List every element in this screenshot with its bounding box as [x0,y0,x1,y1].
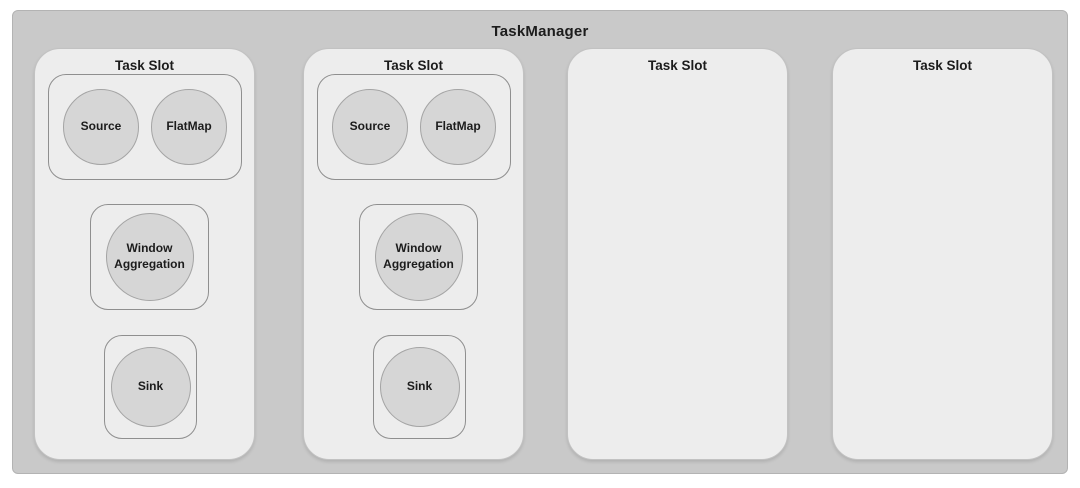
task-slot-3: Task Slot [567,48,788,460]
operator-window-aggregation-label: Window Aggregation [114,241,185,271]
taskmanager-box: TaskManager Task Slot Source FlatMap Win… [12,10,1068,474]
taskmanager-title: TaskManager [491,23,589,40]
operator-group-source-flatmap: Source FlatMap [317,74,511,180]
operator-flatmap-label: FlatMap [435,119,481,134]
operator-sink: Sink [379,347,460,427]
operator-window-aggregation-label: Window Aggregation [383,241,454,271]
operator-sink-label: Sink [406,379,433,394]
operator-sink-label: Sink [137,379,164,394]
operator-flatmap-label: FlatMap [166,119,212,134]
operator-sink: Sink [110,347,191,427]
operator-group-window-aggregation: Window Aggregation [90,204,209,310]
operator-flatmap: FlatMap [420,89,496,165]
operator-source: Source [63,89,139,165]
task-slot-4-title: Task Slot [912,58,973,73]
task-slot-3-title: Task Slot [647,58,708,73]
operator-source-label: Source [80,119,122,134]
operator-window-aggregation: Window Aggregation [374,213,463,301]
operator-source-label: Source [349,119,391,134]
task-slot-4: Task Slot [832,48,1053,460]
operator-group-window-aggregation: Window Aggregation [359,204,478,310]
operator-source: Source [332,89,408,165]
task-slot-2-title: Task Slot [383,58,444,73]
task-slot-2: Task Slot Source FlatMap Window Aggregat… [303,48,524,460]
operator-window-aggregation: Window Aggregation [105,213,194,301]
operator-flatmap: FlatMap [151,89,227,165]
operator-group-sink: Sink [373,335,466,439]
operator-group-sink: Sink [104,335,197,439]
operator-group-source-flatmap: Source FlatMap [48,74,242,180]
task-slot-1-title: Task Slot [114,58,175,73]
task-slot-1: Task Slot Source FlatMap Window Aggregat… [34,48,255,460]
